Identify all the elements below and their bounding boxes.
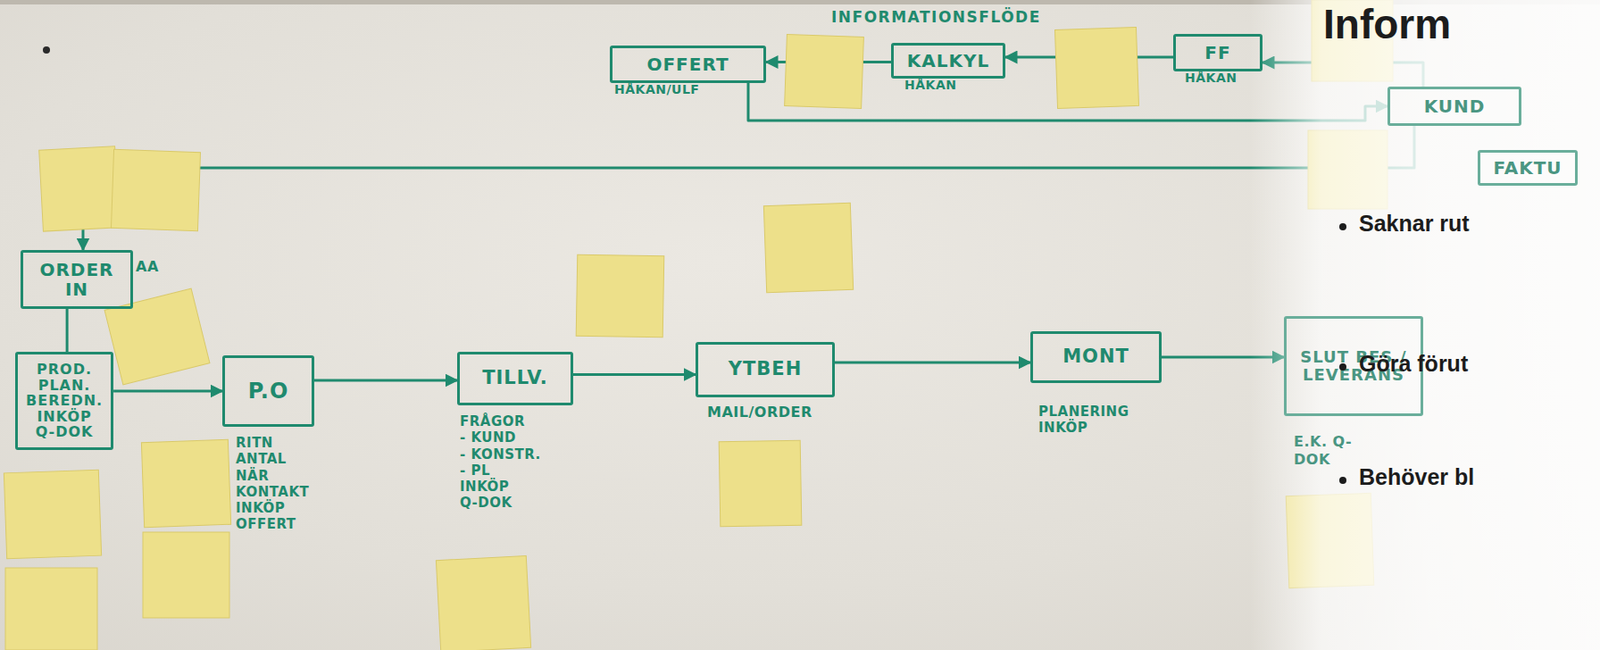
box-annotation: PLANERING INKÖP (1038, 403, 1146, 437)
box-note: HÅKAN/ULF (614, 82, 700, 98)
sticky-note (39, 146, 120, 232)
box-note: RITN (235, 434, 274, 451)
box-annotation: AA (135, 258, 159, 276)
box-label: FAKTU (1492, 158, 1562, 178)
sticky-note (141, 439, 231, 527)
box-note: MAIL/ORDER (707, 403, 813, 422)
flow-arrow (314, 379, 458, 383)
box-label: KUND (1424, 96, 1486, 117)
sticky-note (1054, 26, 1139, 109)
slide-heading: Inform (1323, 0, 1451, 49)
flow-arrow (83, 125, 1415, 250)
box-note: INKÖP (459, 478, 509, 495)
sticky-note (435, 555, 531, 650)
box-label: FF (1204, 42, 1231, 63)
sticky-note (575, 254, 665, 338)
process-box: P.ORITNANTALNÄRKONTAKTINKÖPOFFERT (222, 355, 315, 427)
process-box: ORDER INAA (20, 250, 134, 309)
box-label: YTBEH (728, 358, 802, 380)
sticky-note (110, 149, 200, 231)
box-note: - KUND (459, 429, 517, 446)
box-note: OFFERT (235, 516, 297, 533)
box-note: - PL (459, 462, 491, 479)
process-box: PROD.PLAN.BEREDN.INKÖPQ-DOK (15, 351, 114, 450)
diagram-title: INFORMATIONSFLÖDE (831, 8, 1042, 26)
process-box: TILLV.FRÅGOR- KUND- KONSTR.- PLINKÖPQ-DO… (457, 351, 574, 406)
box-note: PLANERING INKÖP (1038, 403, 1146, 437)
process-box: FFHÅKAN (1173, 33, 1263, 72)
box-note: - KONSTR. (459, 446, 542, 463)
box-annotation: HÅKAN/ULF (614, 82, 700, 98)
box-note: HÅKAN (904, 77, 957, 93)
process-box: KALKYLHÅKAN (891, 42, 1006, 79)
process-box: MONTPLANERING INKÖP (1030, 331, 1162, 384)
sticky-note (3, 469, 101, 559)
box-annotation: MAIL/ORDER (707, 403, 813, 422)
bullet-dot (1339, 476, 1347, 484)
process-box: OFFERTHÅKAN/ULF (609, 45, 767, 84)
flow-arrow (113, 390, 223, 393)
box-note: NÄR (235, 467, 269, 484)
box-label: KALKYL (907, 50, 990, 71)
sticky-note (104, 288, 210, 385)
bullet-text: Behöver bl (1358, 464, 1475, 491)
box-label: P.O (248, 379, 290, 403)
box-note: E.K. Q-DOK (1293, 433, 1366, 468)
box-note: BEREDN. (25, 392, 103, 409)
box-label: ORDER IN (32, 259, 122, 300)
box-annotation: E.K. Q-DOK (1293, 433, 1366, 468)
box-note: INKÖP (235, 500, 285, 517)
sticky-note (763, 202, 853, 292)
magnet (42, 46, 50, 54)
bullet-text: Saknar rut (1358, 210, 1470, 237)
sticky-note (718, 440, 802, 527)
box-note: KONTAKT (235, 483, 309, 500)
flow-arrow (834, 361, 1031, 365)
box-note: Q-DOK (35, 424, 94, 441)
box-label: PROD. (36, 361, 92, 378)
box-label: MONT (1062, 346, 1130, 367)
sticky-note (784, 34, 865, 109)
box-note: Q-DOK (459, 494, 513, 511)
box-annotation: HÅKAN (1184, 70, 1237, 86)
box-note: ANTAL (235, 450, 287, 467)
process-box: KUND (1387, 86, 1522, 126)
box-note: HÅKAN (1184, 70, 1237, 86)
box-note: PLAN. (38, 377, 92, 394)
box-note: FRÅGOR (459, 413, 525, 430)
box-annotation: HÅKAN (904, 77, 957, 93)
flow-arrow (66, 308, 69, 352)
bullet-dot (1339, 223, 1347, 231)
box-label: TILLV. (482, 367, 549, 389)
box-annotation: RITNANTALNÄRKONTAKTINKÖPOFFERT (235, 434, 309, 534)
box-label: OFFERT (646, 54, 729, 75)
box-annotation: FRÅGOR- KUND- KONSTR.- PLINKÖPQ-DOK (459, 413, 542, 512)
box-note: AA (135, 258, 159, 276)
sticky-note (142, 532, 230, 618)
flow-arrow (573, 373, 696, 376)
process-box: FAKTU (1477, 150, 1578, 186)
sticky-note (5, 567, 98, 650)
bullet-dot (1339, 363, 1347, 371)
process-box: YTBEHMAIL/ORDER (695, 341, 835, 398)
bullet-text: Göra förut (1358, 350, 1468, 377)
box-note: INKÖP (36, 408, 92, 425)
